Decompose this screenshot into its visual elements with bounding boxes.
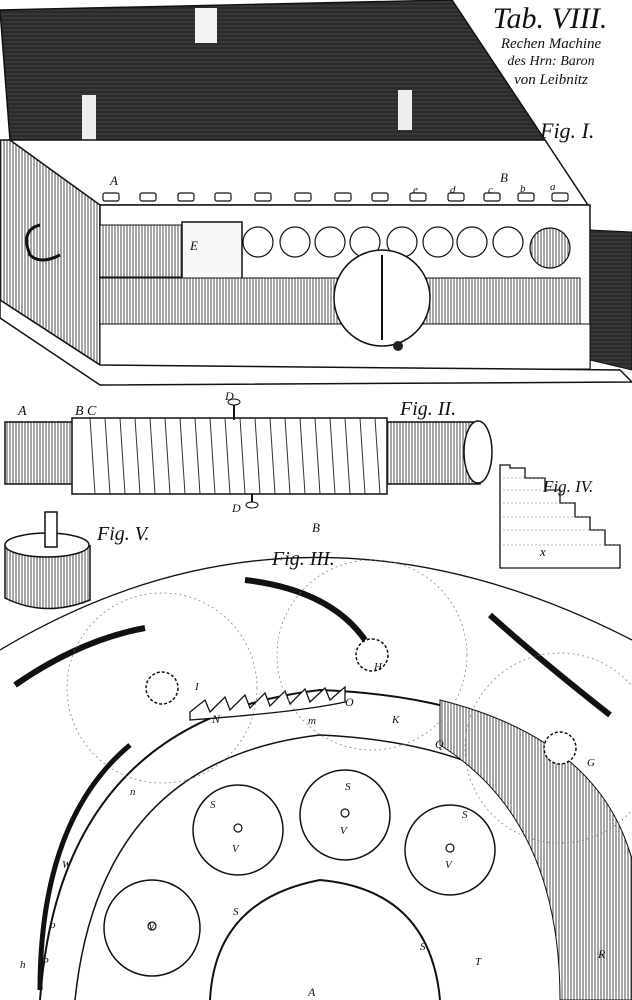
svg-text:W: W bbox=[62, 859, 72, 871]
svg-text:Q: Q bbox=[435, 737, 444, 751]
fig4-label: Fig. IV. bbox=[542, 477, 594, 496]
svg-text:A: A bbox=[307, 985, 316, 999]
drum-end bbox=[463, 420, 493, 484]
svg-text:x: x bbox=[539, 544, 546, 559]
lid-hinge bbox=[398, 90, 412, 130]
star-wheel-H bbox=[355, 638, 389, 672]
svg-text:S: S bbox=[420, 941, 426, 953]
lever-upper-left bbox=[13, 625, 146, 688]
central-gear bbox=[209, 878, 441, 1000]
fig5-label: Fig. V. bbox=[96, 523, 150, 545]
plate-subtitle-1: Rechen Machine bbox=[500, 36, 602, 52]
svg-text:H: H bbox=[373, 661, 383, 673]
svg-text:G: G bbox=[587, 757, 595, 769]
svg-text:A: A bbox=[17, 404, 27, 419]
handle-icon bbox=[25, 223, 61, 262]
svg-text:S: S bbox=[462, 809, 468, 821]
fig4-steps bbox=[499, 464, 621, 569]
setting-slots bbox=[102, 192, 569, 202]
svg-text:V: V bbox=[232, 843, 240, 855]
plate-subtitle-2: des Hrn: Baron bbox=[507, 54, 595, 69]
svg-text:D: D bbox=[231, 501, 241, 515]
svg-text:m: m bbox=[308, 715, 316, 727]
fig2-drum bbox=[4, 398, 493, 509]
side-strap bbox=[37, 743, 132, 991]
front-base bbox=[99, 323, 591, 370]
plate-title: Tab. VIII. bbox=[492, 2, 608, 35]
fig1-machine bbox=[0, 0, 632, 386]
svg-text:o: o bbox=[50, 919, 56, 931]
machine-lid bbox=[0, 0, 547, 141]
svg-text:R: R bbox=[597, 947, 606, 961]
svg-text:N: N bbox=[211, 712, 221, 726]
fig5-cylinder bbox=[4, 511, 91, 610]
fig1-label: Fig. I. bbox=[539, 118, 594, 143]
main-disc-shade bbox=[439, 699, 632, 1000]
svg-text:B: B bbox=[500, 170, 508, 185]
drum-ribs bbox=[89, 417, 381, 495]
svg-text:e: e bbox=[413, 184, 418, 196]
svg-text:V: V bbox=[445, 859, 453, 871]
lever-upper-right bbox=[487, 612, 612, 718]
svg-text:D: D bbox=[224, 389, 234, 403]
svg-text:V: V bbox=[148, 921, 156, 933]
svg-text:b: b bbox=[520, 183, 526, 195]
plate-labels: Fig. I. Fig. II. Fig. III. Fig. IV. Fig.… bbox=[17, 118, 606, 999]
svg-text:K: K bbox=[391, 714, 400, 726]
lid-hinge bbox=[195, 8, 217, 43]
result-dials bbox=[242, 226, 571, 269]
star-wheel-G bbox=[543, 731, 577, 765]
svg-text:d: d bbox=[450, 184, 456, 196]
svg-text:a: a bbox=[550, 181, 556, 193]
plate-subtitle-3: von Leibnitz bbox=[514, 72, 588, 88]
outer-arc-B bbox=[0, 556, 632, 651]
toothed-rack bbox=[189, 685, 346, 721]
svg-text:S: S bbox=[233, 906, 239, 918]
fig3-label: Fig. III. bbox=[271, 548, 335, 570]
machine-right-end bbox=[589, 229, 632, 371]
lid-hinge bbox=[82, 95, 96, 140]
svg-text:S: S bbox=[210, 799, 216, 811]
lever-upper-mid bbox=[244, 577, 368, 642]
svg-text:T: T bbox=[475, 956, 482, 968]
fig2-label: Fig. II. bbox=[399, 398, 456, 420]
svg-text:B C: B C bbox=[75, 404, 97, 419]
svg-text:O: O bbox=[345, 695, 354, 709]
svg-text:c: c bbox=[488, 184, 493, 196]
svg-text:n: n bbox=[130, 786, 136, 798]
svg-text:I: I bbox=[194, 681, 200, 693]
svg-text:E: E bbox=[189, 238, 198, 253]
front-recess-left bbox=[99, 224, 191, 278]
svg-text:S: S bbox=[345, 781, 351, 793]
machine-base bbox=[0, 299, 632, 386]
star-wheel-I bbox=[145, 671, 179, 705]
fig3-gearwork bbox=[0, 556, 632, 1000]
crank-knob bbox=[393, 341, 403, 351]
svg-text:A: A bbox=[109, 173, 118, 188]
svg-text:V: V bbox=[340, 825, 348, 837]
svg-text:P: P bbox=[41, 956, 49, 968]
svg-text:B: B bbox=[312, 520, 320, 535]
svg-text:h: h bbox=[20, 959, 26, 971]
